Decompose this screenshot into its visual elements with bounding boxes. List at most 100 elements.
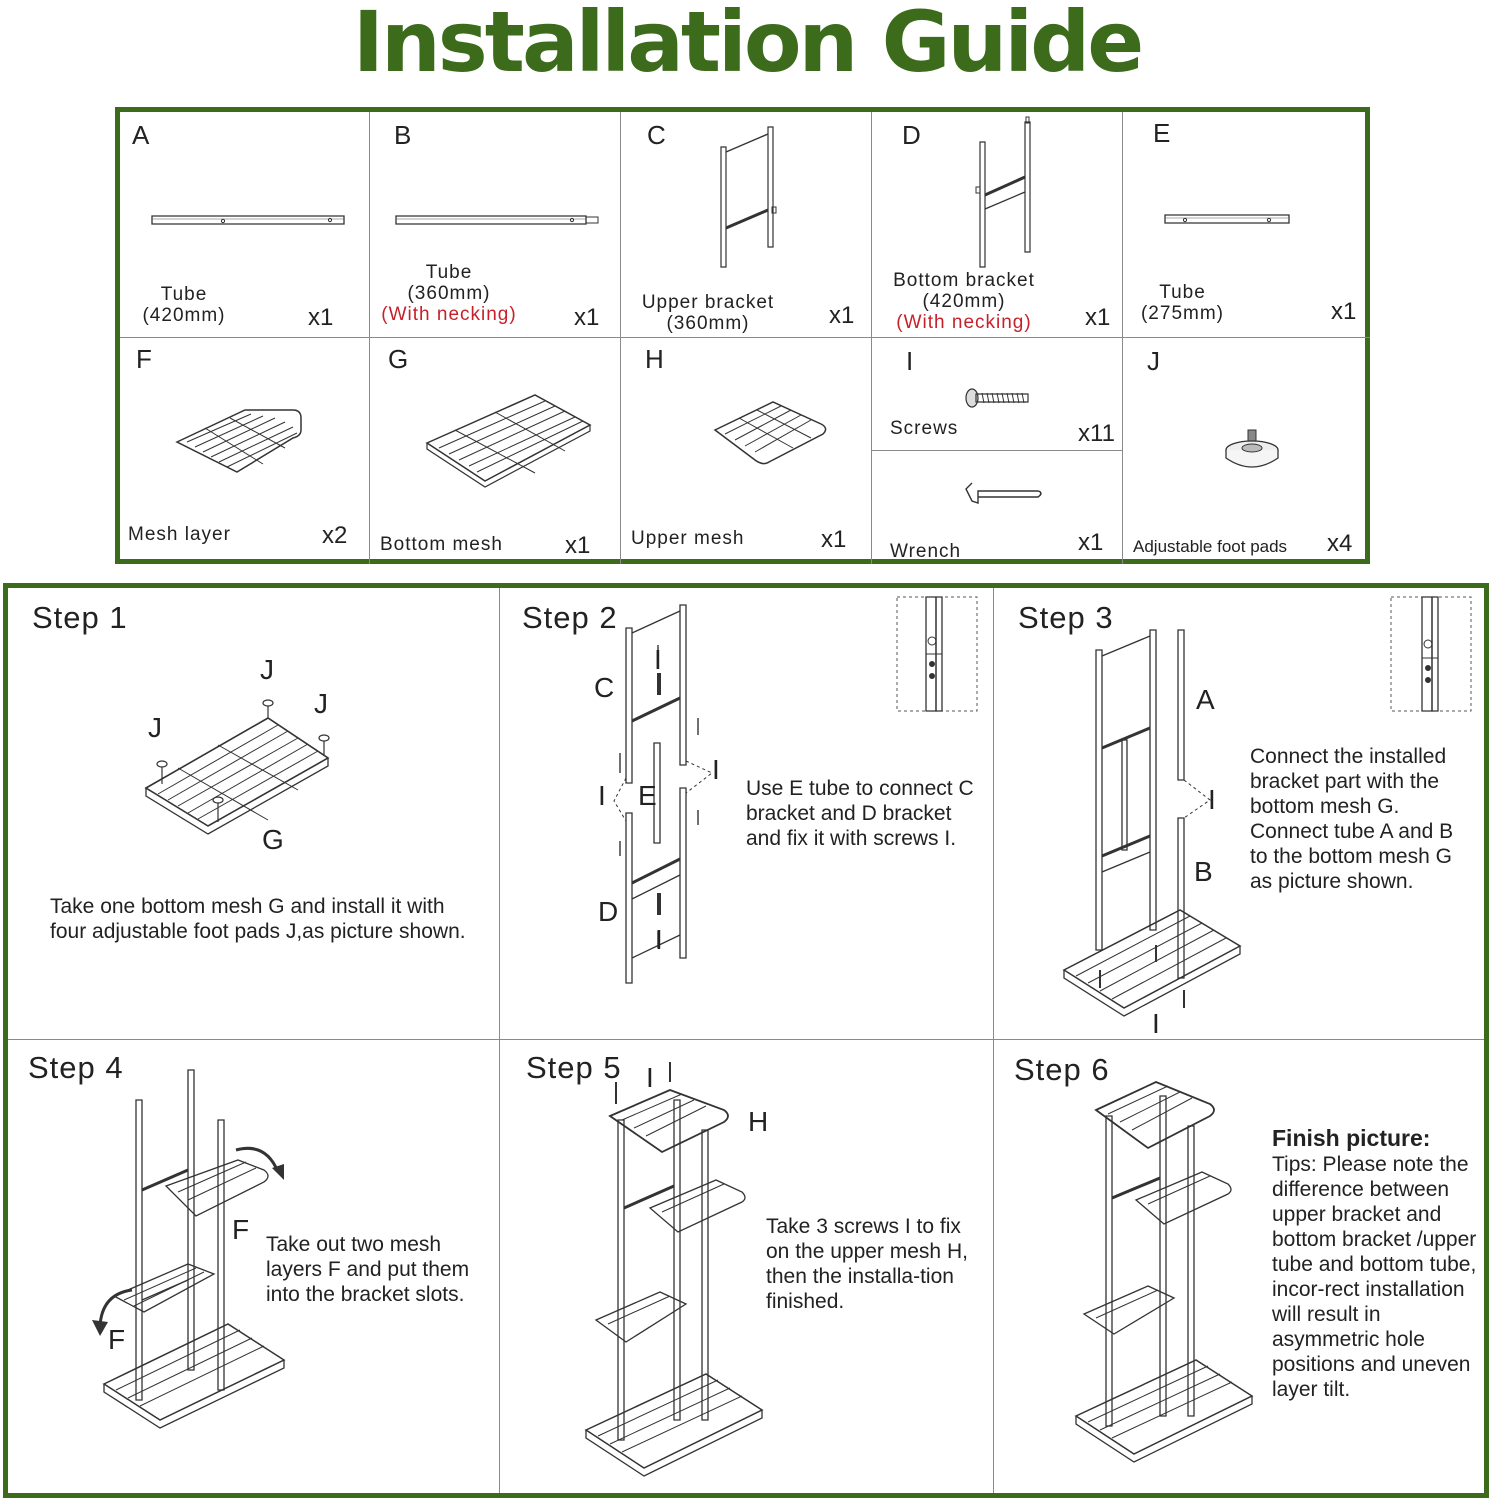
part-label: Tube(360mm)(With necking) — [381, 262, 517, 325]
tube-e-drawing — [1163, 212, 1293, 232]
step-text: Connect the installed bracket part with … — [1250, 745, 1454, 893]
part-letter: F — [136, 344, 152, 374]
upper-mesh-drawing — [713, 400, 833, 475]
page-title: Installation Guide — [352, 0, 1145, 91]
step-3-drawing — [1060, 610, 1260, 1020]
step-label: G — [262, 824, 284, 855]
step-label: A — [1196, 684, 1215, 715]
step-label: I — [712, 754, 720, 785]
part-label: Tube(275mm) — [1140, 282, 1224, 324]
detail-inset — [896, 596, 978, 712]
step-text: Use E tube to connect C bracket and D br… — [746, 777, 974, 850]
step-label: J — [260, 654, 274, 685]
step-heading: Finish picture: — [1272, 1125, 1431, 1151]
part-qty: x4 — [1327, 530, 1353, 557]
step-1-drawing — [138, 698, 338, 838]
step-title: Step 6 — [1014, 1052, 1110, 1087]
step-label: I — [654, 644, 662, 675]
part-qty: x1 — [565, 532, 591, 559]
part-qty: x2 — [322, 522, 348, 549]
step-6-drawing — [1076, 1066, 1266, 1466]
part-letter: G — [388, 344, 409, 374]
detail-inset — [1390, 596, 1472, 712]
part-letter: B — [394, 120, 412, 150]
screw-drawing — [964, 388, 1034, 410]
step-title: Step 2 — [522, 600, 618, 635]
step-label: J — [314, 688, 328, 719]
part-label: Mesh layer — [128, 524, 231, 545]
part-cell-h: H Upper mesh x1 — [621, 338, 872, 564]
step-label: I — [598, 780, 606, 811]
step-title: Step 5 — [526, 1050, 622, 1085]
step-label: F — [108, 1324, 126, 1355]
part-qty: x1 — [574, 304, 600, 331]
part-qty: x11 — [1078, 420, 1115, 447]
step-label: E — [638, 780, 657, 811]
part-cell-wrench: Wrench x1 — [872, 451, 1123, 564]
step-label: F — [232, 1214, 250, 1245]
step-label: B — [1194, 856, 1213, 887]
part-cell-a: A Tube(420mm) x1 — [120, 112, 370, 338]
step-5-drawing — [586, 1060, 776, 1480]
part-letter: I — [906, 346, 914, 376]
step-4: Step 4 F F Take out two mesh layers F an… — [8, 1040, 500, 1493]
step-text: Take one bottom mesh G and install it wi… — [50, 895, 466, 943]
step-2: Step 2 C I I E I D I Use E tube — [500, 588, 994, 1040]
step-label: I — [655, 924, 663, 955]
part-label: Tube(420mm) — [142, 284, 226, 326]
part-qty: x1 — [821, 526, 847, 553]
bottom-mesh-drawing — [425, 393, 595, 493]
part-cell-e: E Tube(275mm) x1 — [1123, 112, 1370, 338]
part-cell-d: D Bottom bracket(420mm)(With necking) x1 — [872, 112, 1123, 338]
step-label: H — [748, 1106, 769, 1137]
step-1: Step 1 J J J G Take one bottom mesh G an… — [8, 588, 500, 1040]
upper-bracket-drawing — [716, 122, 786, 272]
bottom-bracket-drawing — [972, 117, 1042, 272]
part-label: Upper mesh — [631, 528, 745, 549]
step-label: I — [646, 1062, 654, 1093]
step-label: D — [598, 896, 619, 927]
part-label: Upper bracket(360mm) — [641, 292, 775, 334]
part-label: Adjustable foot pads — [1133, 537, 1288, 556]
part-cell-f: F Mesh layer x2 — [120, 338, 370, 564]
part-label: Bottom mesh — [380, 534, 503, 555]
wrench-drawing — [964, 481, 1044, 511]
step-title: Step 4 — [28, 1050, 124, 1085]
step-text: Finish picture: Tips: Please note the di… — [1272, 1126, 1482, 1402]
step-label: I — [1208, 784, 1216, 815]
part-qty: x1 — [829, 302, 855, 329]
steps-panel: Step 1 J J J G Take one bottom mesh G an… — [3, 583, 1489, 1498]
part-qty: x1 — [1331, 298, 1357, 325]
step-text: Take 3 screws I to fix on the upper mesh… — [766, 1215, 968, 1313]
part-letter: D — [902, 120, 921, 150]
part-letter: C — [647, 120, 666, 150]
part-letter: A — [132, 120, 150, 150]
step-5: Step 5 I H Take 3 screws I to fix on the… — [500, 1040, 994, 1493]
step-title: Step 3 — [1018, 600, 1114, 635]
part-cell-i: I Screws x11 — [872, 338, 1123, 451]
part-label: Wrench — [890, 541, 962, 562]
step-label: J — [148, 712, 162, 743]
mesh-layer-drawing — [175, 408, 305, 478]
step-text: Take out two mesh layers F and put them … — [266, 1233, 470, 1306]
part-cell-c: C Upper bracket(360mm) x1 — [621, 112, 872, 338]
step-4-drawing — [92, 1064, 288, 1434]
part-cell-g: G Bottom mesh x1 — [370, 338, 621, 564]
part-qty: x1 — [308, 304, 334, 331]
step-tips: Tips: Please note the difference between… — [1272, 1153, 1477, 1401]
tube-a-drawing — [150, 212, 350, 232]
part-letter: H — [645, 344, 664, 374]
part-qty: x1 — [1078, 529, 1104, 556]
step-6: Step 6 Finish picture: Tips: Please note… — [994, 1040, 1484, 1493]
part-cell-j: J Adjustable foot pads x4 — [1123, 338, 1370, 564]
foot-pad-drawing — [1223, 428, 1283, 478]
step-label: C — [594, 672, 615, 703]
part-letter: E — [1153, 118, 1171, 148]
tube-b-drawing — [394, 212, 604, 232]
part-letter: J — [1147, 346, 1160, 376]
part-qty: x1 — [1085, 304, 1111, 331]
step-3: Step 3 A I B I Connect the install — [994, 588, 1484, 1040]
part-label: Bottom bracket(420mm)(With necking) — [893, 270, 1035, 333]
step-title: Step 1 — [32, 600, 128, 635]
step-2-drawing — [600, 603, 730, 983]
